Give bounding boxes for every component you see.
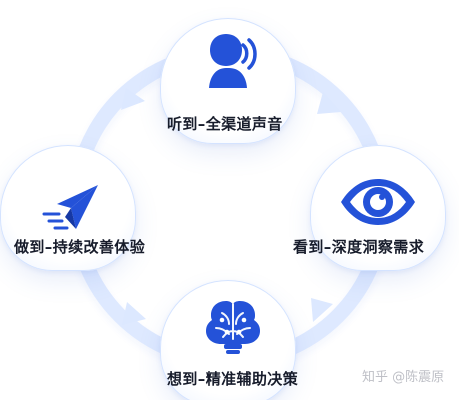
top-stage-label: 听到–全渠道声音 [167,115,283,133]
left-stage-card [0,145,136,271]
bottom-stage-card [160,280,296,400]
cycle-arrow-top-right [317,92,341,114]
paper-plane-icon [42,185,98,230]
left-stage-label: 做到–持续改善体验 [14,238,146,256]
cycle-arrow-bottom-left [122,302,146,325]
cycle-arrow-top-left [121,88,145,110]
bottom-stage-label: 想到–精准辅助决策 [167,370,299,388]
zhihu-watermark: 知乎 @陈震原 [362,370,445,385]
cycle-arrow-bottom-right [311,298,333,322]
brain-lightbulb-icon [206,301,260,354]
top-stage-card [160,18,296,144]
right-stage-label: 看到–深度洞察需求 [293,238,425,256]
eye-icon [341,179,415,225]
right-stage-card [310,145,446,271]
speaking-head-icon [209,34,257,88]
